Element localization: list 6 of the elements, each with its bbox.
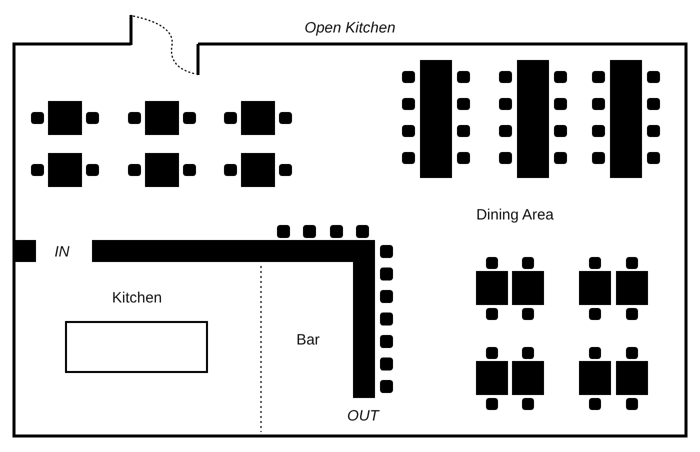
area-label: Dining Area [476, 206, 554, 224]
area-label: Bar [296, 332, 320, 348]
exit-label: OUT [347, 408, 379, 424]
area-label: Open Kitchen [304, 20, 396, 36]
entrance-label: IN [54, 244, 70, 260]
area-label: Kitchen [112, 290, 162, 306]
